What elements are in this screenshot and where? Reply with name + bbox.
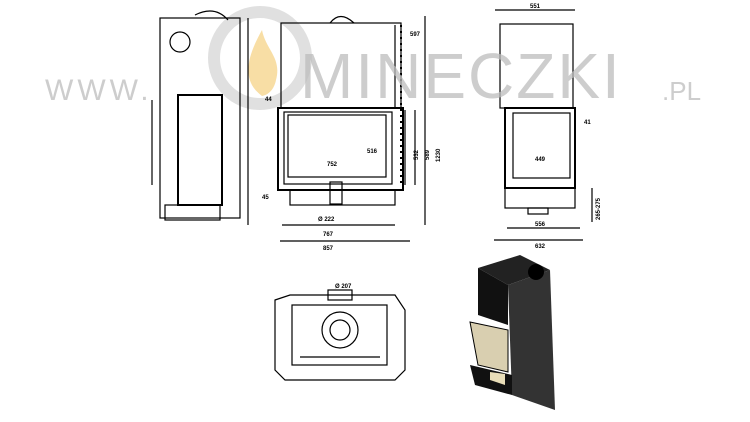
dim-side-total-depth: 551 <box>530 4 541 10</box>
dim-side-glass-width: 449 <box>535 157 546 163</box>
front-view <box>277 15 426 242</box>
dim-glass-height: 516 <box>367 149 378 155</box>
fireplace-3d-render <box>469 255 555 410</box>
right-side-view <box>494 9 593 241</box>
dim-total-height: 1230 <box>436 148 442 162</box>
dim-glass-width: 752 <box>327 162 338 168</box>
dim-bottom-offset: 45 <box>262 195 269 201</box>
dim-upper-height: 597 <box>410 32 421 38</box>
dim-side-base-height: 265-275 <box>596 197 602 220</box>
watermark-suffix: .PL <box>662 76 702 106</box>
dim-side-right-offset: 41 <box>584 120 591 126</box>
dim-top-flue-diameter: Ø 207 <box>335 284 352 290</box>
watermark-prefix: WWW. <box>45 74 153 107</box>
dim-base-width: 767 <box>323 232 334 238</box>
watermark-brand: MINECZKI <box>300 40 622 112</box>
dim-opening-h2: 589 <box>425 149 431 160</box>
dim-top-offset: 44 <box>265 97 272 103</box>
dim-total-width: 857 <box>323 246 334 252</box>
dim-flue-diameter: Ø 222 <box>318 217 335 223</box>
top-view <box>274 289 406 381</box>
dim-side-base-depth: 556 <box>535 222 546 228</box>
dim-side-total-depth-bottom: 632 <box>535 244 546 250</box>
dim-opening-h1: 532 <box>414 149 420 160</box>
flame-logo-icon <box>208 6 312 110</box>
side-section-view <box>151 10 249 225</box>
